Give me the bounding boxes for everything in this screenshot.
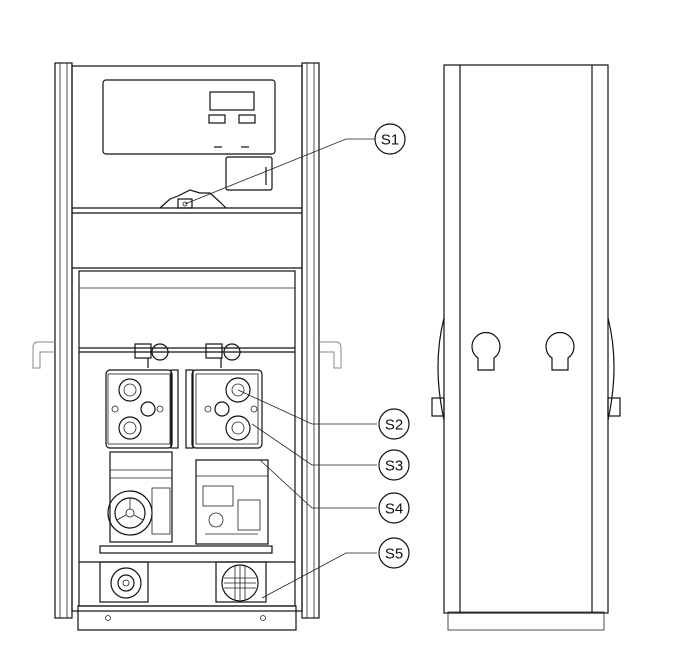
price-display-window <box>209 91 255 111</box>
hydraulic-compartment <box>78 270 296 607</box>
left-nozzle-hook <box>32 341 55 369</box>
front-right-pillar <box>301 62 320 619</box>
callout-leaders <box>184 138 377 599</box>
right-valve <box>205 343 241 368</box>
front-left-pillar <box>54 62 73 619</box>
left-motor <box>107 451 173 543</box>
side-view <box>431 64 621 631</box>
side-nozzle-holder-right <box>545 331 575 371</box>
callout-s2: S2 <box>378 408 410 440</box>
right-pump-block <box>191 369 263 449</box>
right-motor <box>195 459 269 545</box>
callout-s5-label: S5 <box>385 546 403 563</box>
callout-s4-label: S4 <box>385 501 403 518</box>
s1-bracket <box>159 189 227 209</box>
right-bottom-motor <box>215 561 267 603</box>
left-pump-block <box>105 369 173 449</box>
callout-s4: S4 <box>378 492 410 524</box>
right-nozzle-hook <box>319 341 342 369</box>
front-base <box>77 605 297 631</box>
callout-s2-label: S2 <box>385 417 403 434</box>
side-body <box>443 64 609 614</box>
callout-s3: S3 <box>378 449 410 481</box>
left-bottom-motor <box>99 561 149 603</box>
display-panel <box>102 79 276 155</box>
callout-s1: S1 <box>374 123 406 155</box>
keypad-window <box>225 156 273 191</box>
callout-s3-label: S3 <box>385 458 403 475</box>
left-valve <box>134 343 169 368</box>
callout-s1-label: S1 <box>381 132 399 149</box>
callout-s5: S5 <box>378 537 410 569</box>
side-nozzle-holder-left <box>471 331 501 371</box>
front-body <box>71 65 303 612</box>
front-view <box>32 62 342 631</box>
